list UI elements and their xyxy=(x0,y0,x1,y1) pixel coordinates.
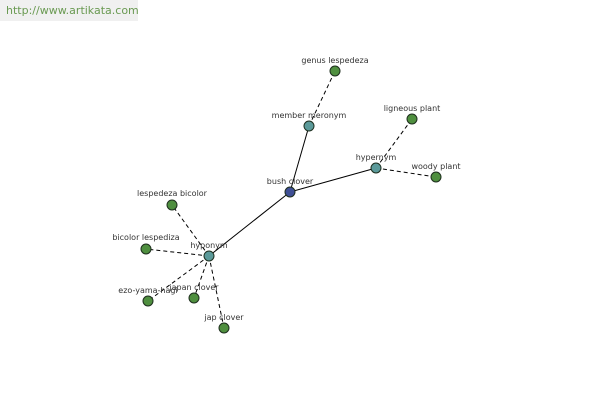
watermark-url: http://www.artikata.com xyxy=(0,0,138,21)
node-ezo[interactable] xyxy=(142,295,154,307)
node-woody[interactable] xyxy=(430,171,442,183)
node-label-genus[interactable]: genus lespedeza xyxy=(301,56,368,65)
edge-hyponym-bicolor_lesp xyxy=(145,248,210,257)
edge-center-hypernym xyxy=(289,167,377,193)
node-genus[interactable] xyxy=(329,65,341,77)
node-center[interactable] xyxy=(284,186,296,198)
edge-hypernym-woody xyxy=(375,167,437,178)
node-label-meronym[interactable]: member meronym xyxy=(272,111,347,120)
graph-nodes xyxy=(140,65,442,334)
edge-hyponym-japan_clover xyxy=(193,255,210,299)
node-label-woody[interactable]: woody plant xyxy=(411,162,460,171)
node-jap_clover[interactable] xyxy=(218,322,230,334)
graph-edges xyxy=(145,70,437,329)
graph-labels: bush clover member meronym hypernym hyponym… xyxy=(112,56,460,322)
node-label-center[interactable]: bush clover xyxy=(267,177,314,186)
node-label-ligneous[interactable]: ligneous plant xyxy=(384,104,441,113)
node-label-lesp_bicolor[interactable]: lespedeza bicolor xyxy=(137,189,208,198)
node-bicolor_lesp[interactable] xyxy=(140,243,152,255)
edge-hyponym-jap_clover xyxy=(208,255,225,329)
node-japan_clover[interactable] xyxy=(188,292,200,304)
edge-hyponym-ezo xyxy=(147,255,210,302)
node-ligneous[interactable] xyxy=(406,113,418,125)
node-label-jap_clover[interactable]: jap clover xyxy=(203,313,244,322)
edge-center-meronym xyxy=(289,125,310,193)
node-label-bicolor_lesp[interactable]: bicolor lespediza xyxy=(112,233,179,242)
node-hypernym[interactable] xyxy=(370,162,382,174)
node-lesp_bicolor[interactable] xyxy=(166,199,178,211)
edge-hyponym-lesp_bicolor xyxy=(171,204,210,257)
edge-hypernym-ligneous xyxy=(375,118,413,169)
node-label-hypernym[interactable]: hypernym xyxy=(356,153,397,162)
edge-center-hyponym xyxy=(208,191,291,257)
node-meronym[interactable] xyxy=(303,120,315,132)
node-hyponym[interactable] xyxy=(203,250,215,262)
node-label-japan_clover[interactable]: japan clover xyxy=(168,283,219,292)
edge-meronym-genus xyxy=(308,70,336,127)
node-label-hyponym[interactable]: hyponym xyxy=(190,241,228,250)
node-label-ezo[interactable]: ezo-yama-hagi xyxy=(118,286,177,295)
